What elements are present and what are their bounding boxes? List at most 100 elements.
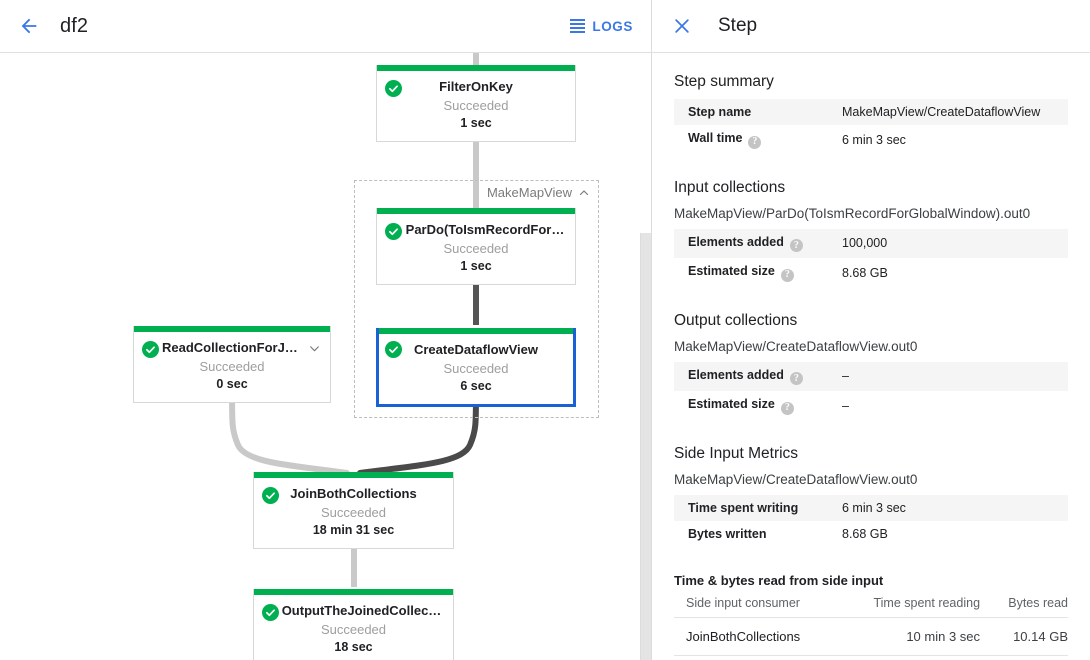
column-header-bytes-read: Bytes read bbox=[980, 589, 1068, 618]
row-label: Time spent writing bbox=[674, 494, 842, 521]
graph-group-makemapview[interactable]: MakeMapView bbox=[354, 180, 599, 418]
node-status-bar bbox=[377, 65, 575, 71]
input-collections-heading: Input collections bbox=[674, 178, 786, 196]
graph-node-read-collection-for-join[interactable]: ReadCollectionForJoin Succeeded 0 sec bbox=[133, 326, 331, 403]
row-value: MakeMapView/CreateDataflowView bbox=[842, 99, 1068, 125]
node-status: Succeeded bbox=[443, 361, 509, 376]
step-summary-heading: Step summary bbox=[674, 73, 774, 90]
graph-node-join-both-collections[interactable]: JoinBothCollections Succeeded 18 min 31 … bbox=[253, 472, 454, 549]
graph-node-pardo-toismrecord[interactable]: ParDo(ToIsmRecordFor… Succeeded 1 sec bbox=[376, 208, 576, 285]
help-icon[interactable]: ? bbox=[789, 239, 803, 252]
table-row: Estimated size? 8.68 GB bbox=[674, 258, 1068, 288]
node-duration: 6 sec bbox=[460, 379, 492, 393]
step-summary-table: Step name MakeMapView/CreateDataflowView… bbox=[674, 99, 1068, 155]
row-value: 6 min 3 sec bbox=[842, 132, 906, 147]
node-status: Succeeded bbox=[320, 505, 387, 520]
side-input-metrics-table: Time spent writing 6 min 3 sec Bytes wri… bbox=[674, 494, 1068, 547]
help-icon[interactable]: ? bbox=[748, 135, 762, 149]
job-header-bar: df2 LOGS bbox=[0, 0, 651, 53]
node-title: JoinBothCollections bbox=[290, 486, 417, 501]
row-value: 100,000 bbox=[842, 228, 1068, 258]
job-graph-pane: df2 LOGS bbox=[0, 0, 652, 660]
graph-node-create-dataflow-view[interactable]: CreateDataflowView Succeeded 6 sec bbox=[376, 328, 576, 407]
row-label: Bytes written bbox=[688, 526, 767, 541]
graph-node-output-the-joined-collection[interactable]: OutputTheJoinedCollec… Succeeded 18 sec bbox=[253, 589, 454, 660]
logs-button-label: LOGS bbox=[592, 18, 633, 34]
row-label: Estimated size bbox=[688, 264, 775, 278]
close-icon[interactable] bbox=[660, 4, 704, 48]
node-status-bar bbox=[379, 328, 573, 334]
side-input-collection-name: MakeMapView/CreateDataflowView.out0 bbox=[674, 471, 918, 487]
row-label: Estimated size bbox=[688, 397, 775, 411]
output-collection-name: MakeMapView/CreateDataflowView.out0 bbox=[674, 338, 918, 354]
group-label[interactable]: MakeMapView bbox=[487, 185, 590, 200]
node-duration: 18 sec bbox=[334, 640, 373, 654]
node-status: Succeeded bbox=[199, 359, 265, 374]
check-circle-icon bbox=[385, 223, 402, 240]
side-input-metrics-heading: Side Input Metrics bbox=[674, 444, 799, 462]
graph-edges bbox=[225, 53, 484, 587]
arrow-back-icon[interactable] bbox=[6, 3, 52, 49]
node-status: Succeeded bbox=[320, 622, 387, 637]
table-row: Elements added? 100,000 bbox=[674, 228, 1068, 258]
help-icon[interactable]: ? bbox=[780, 401, 794, 415]
table-row: Bytes written 8.68 GB bbox=[674, 521, 1068, 547]
node-status-bar bbox=[254, 589, 453, 595]
row-value: 8.68 GB bbox=[842, 265, 888, 280]
node-status: Succeeded bbox=[443, 98, 509, 113]
node-duration: 18 min 31 sec bbox=[312, 523, 395, 537]
help-icon[interactable]: ? bbox=[789, 372, 803, 385]
graph-vertical-scrollbar[interactable] bbox=[640, 233, 651, 660]
page-title: df2 bbox=[60, 14, 89, 37]
side-input-read-table: Side input consumer Time spent reading B… bbox=[674, 589, 1068, 656]
step-panel-title: Step bbox=[718, 15, 758, 36]
node-title: ReadCollectionForJoin bbox=[162, 340, 305, 355]
step-panel-body: Step summary Step name MakeMapView/Creat… bbox=[652, 53, 1090, 656]
row-value: 8.68 GB bbox=[842, 526, 888, 541]
logs-button[interactable]: LOGS bbox=[570, 19, 633, 34]
output-collections-heading: Output collections bbox=[674, 311, 798, 329]
table-row: Time spent writing 6 min 3 sec bbox=[674, 494, 1068, 521]
row-label: Step name bbox=[688, 105, 752, 119]
row-value: – bbox=[842, 398, 849, 413]
column-header-side-input-consumer: Side input consumer bbox=[674, 589, 834, 618]
check-circle-icon bbox=[262, 604, 279, 621]
row-label: Elements added bbox=[688, 234, 784, 249]
node-duration: 0 sec bbox=[216, 377, 248, 391]
row-label: Elements added bbox=[688, 367, 784, 382]
table-row: Estimated size? – bbox=[674, 391, 1068, 421]
side-input-read-caption: Time & bytes read from side input bbox=[674, 572, 884, 588]
step-panel-header: Step bbox=[652, 0, 1090, 53]
chevron-down-icon[interactable] bbox=[308, 342, 321, 360]
row-value: 6 min 3 sec bbox=[842, 494, 1068, 521]
table-header-row: Side input consumer Time spent reading B… bbox=[674, 589, 1068, 618]
pipeline-graph-canvas[interactable]: MakeMapView FilterOnKey Succeeded 1 sec bbox=[0, 53, 651, 660]
chevron-up-icon[interactable] bbox=[578, 187, 590, 199]
node-title: CreateDataflowView bbox=[413, 342, 539, 357]
node-title: OutputTheJoinedCollec… bbox=[281, 603, 442, 618]
table-row: JoinBothCollections 10 min 3 sec 10.14 G… bbox=[674, 617, 1068, 656]
cell-side-input-consumer: JoinBothCollections bbox=[674, 617, 834, 656]
logs-list-icon bbox=[570, 19, 586, 33]
step-details-panel: Step Step summary Step name MakeMapView/… bbox=[652, 0, 1090, 660]
node-title: FilterOnKey bbox=[439, 79, 513, 94]
node-duration: 1 sec bbox=[460, 116, 492, 130]
column-header-time-spent-reading: Time spent reading bbox=[833, 589, 981, 618]
table-row: Step name MakeMapView/CreateDataflowView bbox=[674, 99, 1068, 125]
group-label-text: MakeMapView bbox=[486, 185, 572, 200]
check-circle-icon bbox=[142, 341, 159, 358]
check-circle-icon bbox=[262, 487, 279, 504]
graph-node-filter-on-key[interactable]: FilterOnKey Succeeded 1 sec bbox=[376, 65, 576, 142]
row-label: Wall time bbox=[688, 131, 743, 145]
node-duration: 1 sec bbox=[460, 259, 492, 273]
node-status-bar bbox=[134, 326, 330, 332]
node-status: Succeeded bbox=[443, 241, 509, 256]
table-row: Elements added? – bbox=[674, 361, 1068, 391]
input-collection-name: MakeMapView/ParDo(ToIsmRecordForGlobalWi… bbox=[674, 205, 1031, 221]
node-title: ParDo(ToIsmRecordFor… bbox=[405, 222, 565, 237]
cell-time-spent-reading: 10 min 3 sec bbox=[833, 617, 981, 656]
check-circle-icon bbox=[385, 80, 402, 97]
help-icon[interactable]: ? bbox=[780, 268, 794, 282]
row-value: – bbox=[842, 361, 1068, 391]
